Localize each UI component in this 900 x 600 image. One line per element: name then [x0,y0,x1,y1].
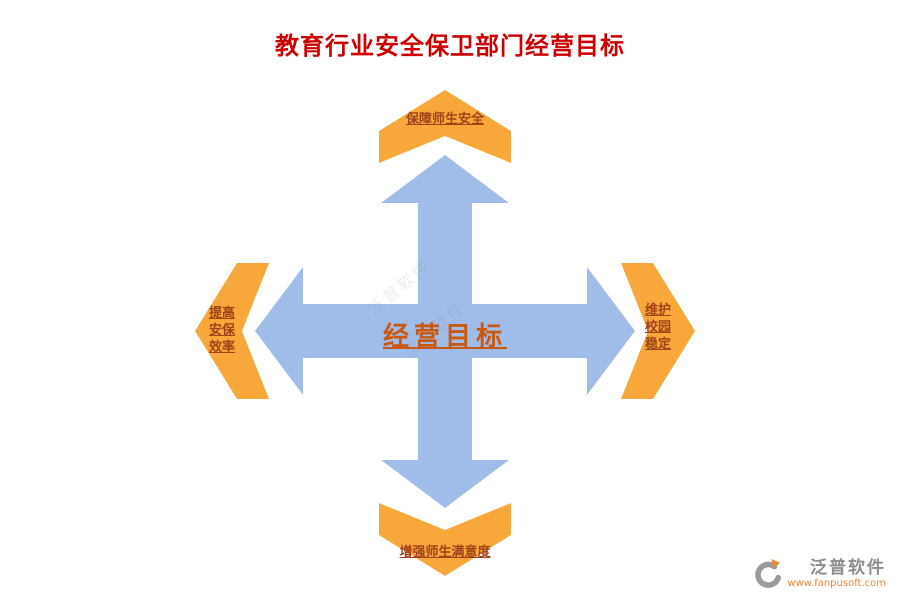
right-goal-label: 维护 校园 稳定 [632,302,684,353]
right-banner-shape [621,263,695,399]
right-goal-label-line: 维护 [644,303,671,318]
brand-name: 泛普软件 [810,557,886,578]
brand-url: www.fanpusoft.com [787,577,886,589]
fanpu-logo-icon [755,559,782,588]
cross-arrows-shape [255,155,635,508]
diagram-title: 教育行业安全保卫部门经营目标 [275,32,625,60]
right-goal-label-line: 校园 [644,320,671,335]
center-goal-label: 经营目标 [382,322,507,352]
right-goal-label-line: 稳定 [644,337,671,352]
top-goal-label: 保障师生安全 [405,112,484,127]
bottom-banner-shape [379,503,511,576]
left-banner-shape [195,263,269,399]
top-banner-shape [379,90,511,163]
left-goal-label-line: 效率 [208,340,235,355]
brand-text-block: 泛普软件 www.fanpusoft.com [787,557,886,590]
bottom-goal-label: 增强师生满意度 [399,545,491,560]
left-goal-label: 提高 安保 效率 [196,305,248,356]
left-goal-label-line: 提高 [208,306,235,321]
left-goal-label-line: 安保 [208,323,235,338]
brand-footer: 泛普软件 www.fanpusoft.com [751,558,886,590]
